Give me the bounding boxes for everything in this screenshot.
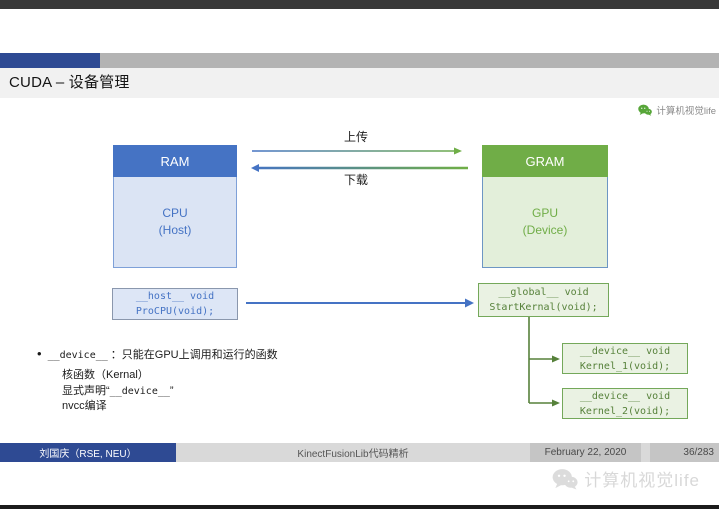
bullet-marker: • [37, 346, 42, 361]
sub-notes: 核函数（Kernal） 显式声明“__device__” nvcc编译 [62, 368, 174, 415]
footer-page-number: 36/283 [650, 443, 719, 462]
global-code-line1: __global__ void [498, 287, 589, 298]
slide-title: CUDA – 设备管理 [0, 68, 719, 98]
bullet-code-term: __device__ [47, 350, 108, 361]
download-label: 下载 [343, 173, 368, 187]
device2-code-box: __device__ void Kernel_2(void); [562, 388, 688, 419]
device2-code-line1: __device__ void [579, 390, 671, 402]
watermark-top: 计算机视觉life [638, 103, 716, 117]
footer-divider [641, 443, 650, 462]
device1-code-line2: Kernel_1(void); [579, 360, 671, 372]
host-to-global-arrow [246, 298, 474, 308]
global-code-line2: StartKernal(void); [489, 302, 598, 313]
watermark-bottom-label: 计算机视觉life [584, 471, 700, 490]
gram-header: GRAM [482, 145, 608, 177]
upload-label: 上传 [343, 130, 368, 144]
watermark-top-label: 计算机视觉life [656, 106, 716, 117]
host-code-box: __host__ void ProCPU(void); [112, 288, 238, 320]
device1-code-box: __device__ void Kernel_1(void); [562, 343, 688, 374]
bullet-item-device: • __device__ ：只能在GPU上调用和运行的函数 [37, 346, 278, 362]
wechat-icon-gray [552, 468, 578, 490]
watermark-bottom: 计算机视觉life [552, 466, 700, 491]
sub-note-declare-code: __device__ [109, 385, 170, 397]
ram-header: RAM [113, 145, 237, 177]
header-accent-gray [100, 53, 719, 68]
footer-deck-title: KinectFusionLib代码精析 [176, 443, 530, 462]
ram-box: RAM CPU (Host) [113, 145, 237, 268]
bottom-border [0, 505, 719, 509]
sub-note-declare: 显式声明“__device__” [62, 384, 174, 400]
ram-body: CPU (Host) [114, 177, 236, 267]
host-label: (Host) [158, 223, 192, 237]
sub-note-declare-suffix: ” [169, 384, 174, 397]
device-label: (Device) [522, 223, 568, 237]
device1-code-line1: __device__ void [579, 345, 671, 357]
upload-arrow [252, 147, 462, 155]
global-code-box: __global__ void StartKernal(void); [478, 283, 609, 317]
top-border [0, 0, 719, 9]
sub-note-declare-prefix: 显式声明“ [62, 384, 110, 397]
device2-code-line2: Kernel_2(void); [579, 405, 671, 417]
sub-note-nvcc: nvcc编译 [62, 400, 107, 412]
bullet-description: ：只能在GPU上调用和运行的函数 [110, 349, 278, 361]
host-code-line1: __host__ void [135, 291, 215, 302]
host-code-line2: ProCPU(void); [135, 306, 215, 317]
footer-date: February 22, 2020 [530, 443, 641, 462]
header-accent-blue [0, 53, 100, 68]
sub-note-kernal: 核函数（Kernal） [62, 369, 149, 381]
cpu-label: CPU [162, 206, 188, 220]
gpu-label: GPU [531, 206, 558, 220]
kernel-tree-connector [528, 316, 560, 407]
gram-box: GRAM GPU (Device) [482, 145, 608, 268]
footer-author: 刘国庆（RSE, NEU） [0, 443, 176, 462]
gram-body: GPU (Device) [483, 177, 607, 267]
wechat-icon [638, 104, 653, 116]
